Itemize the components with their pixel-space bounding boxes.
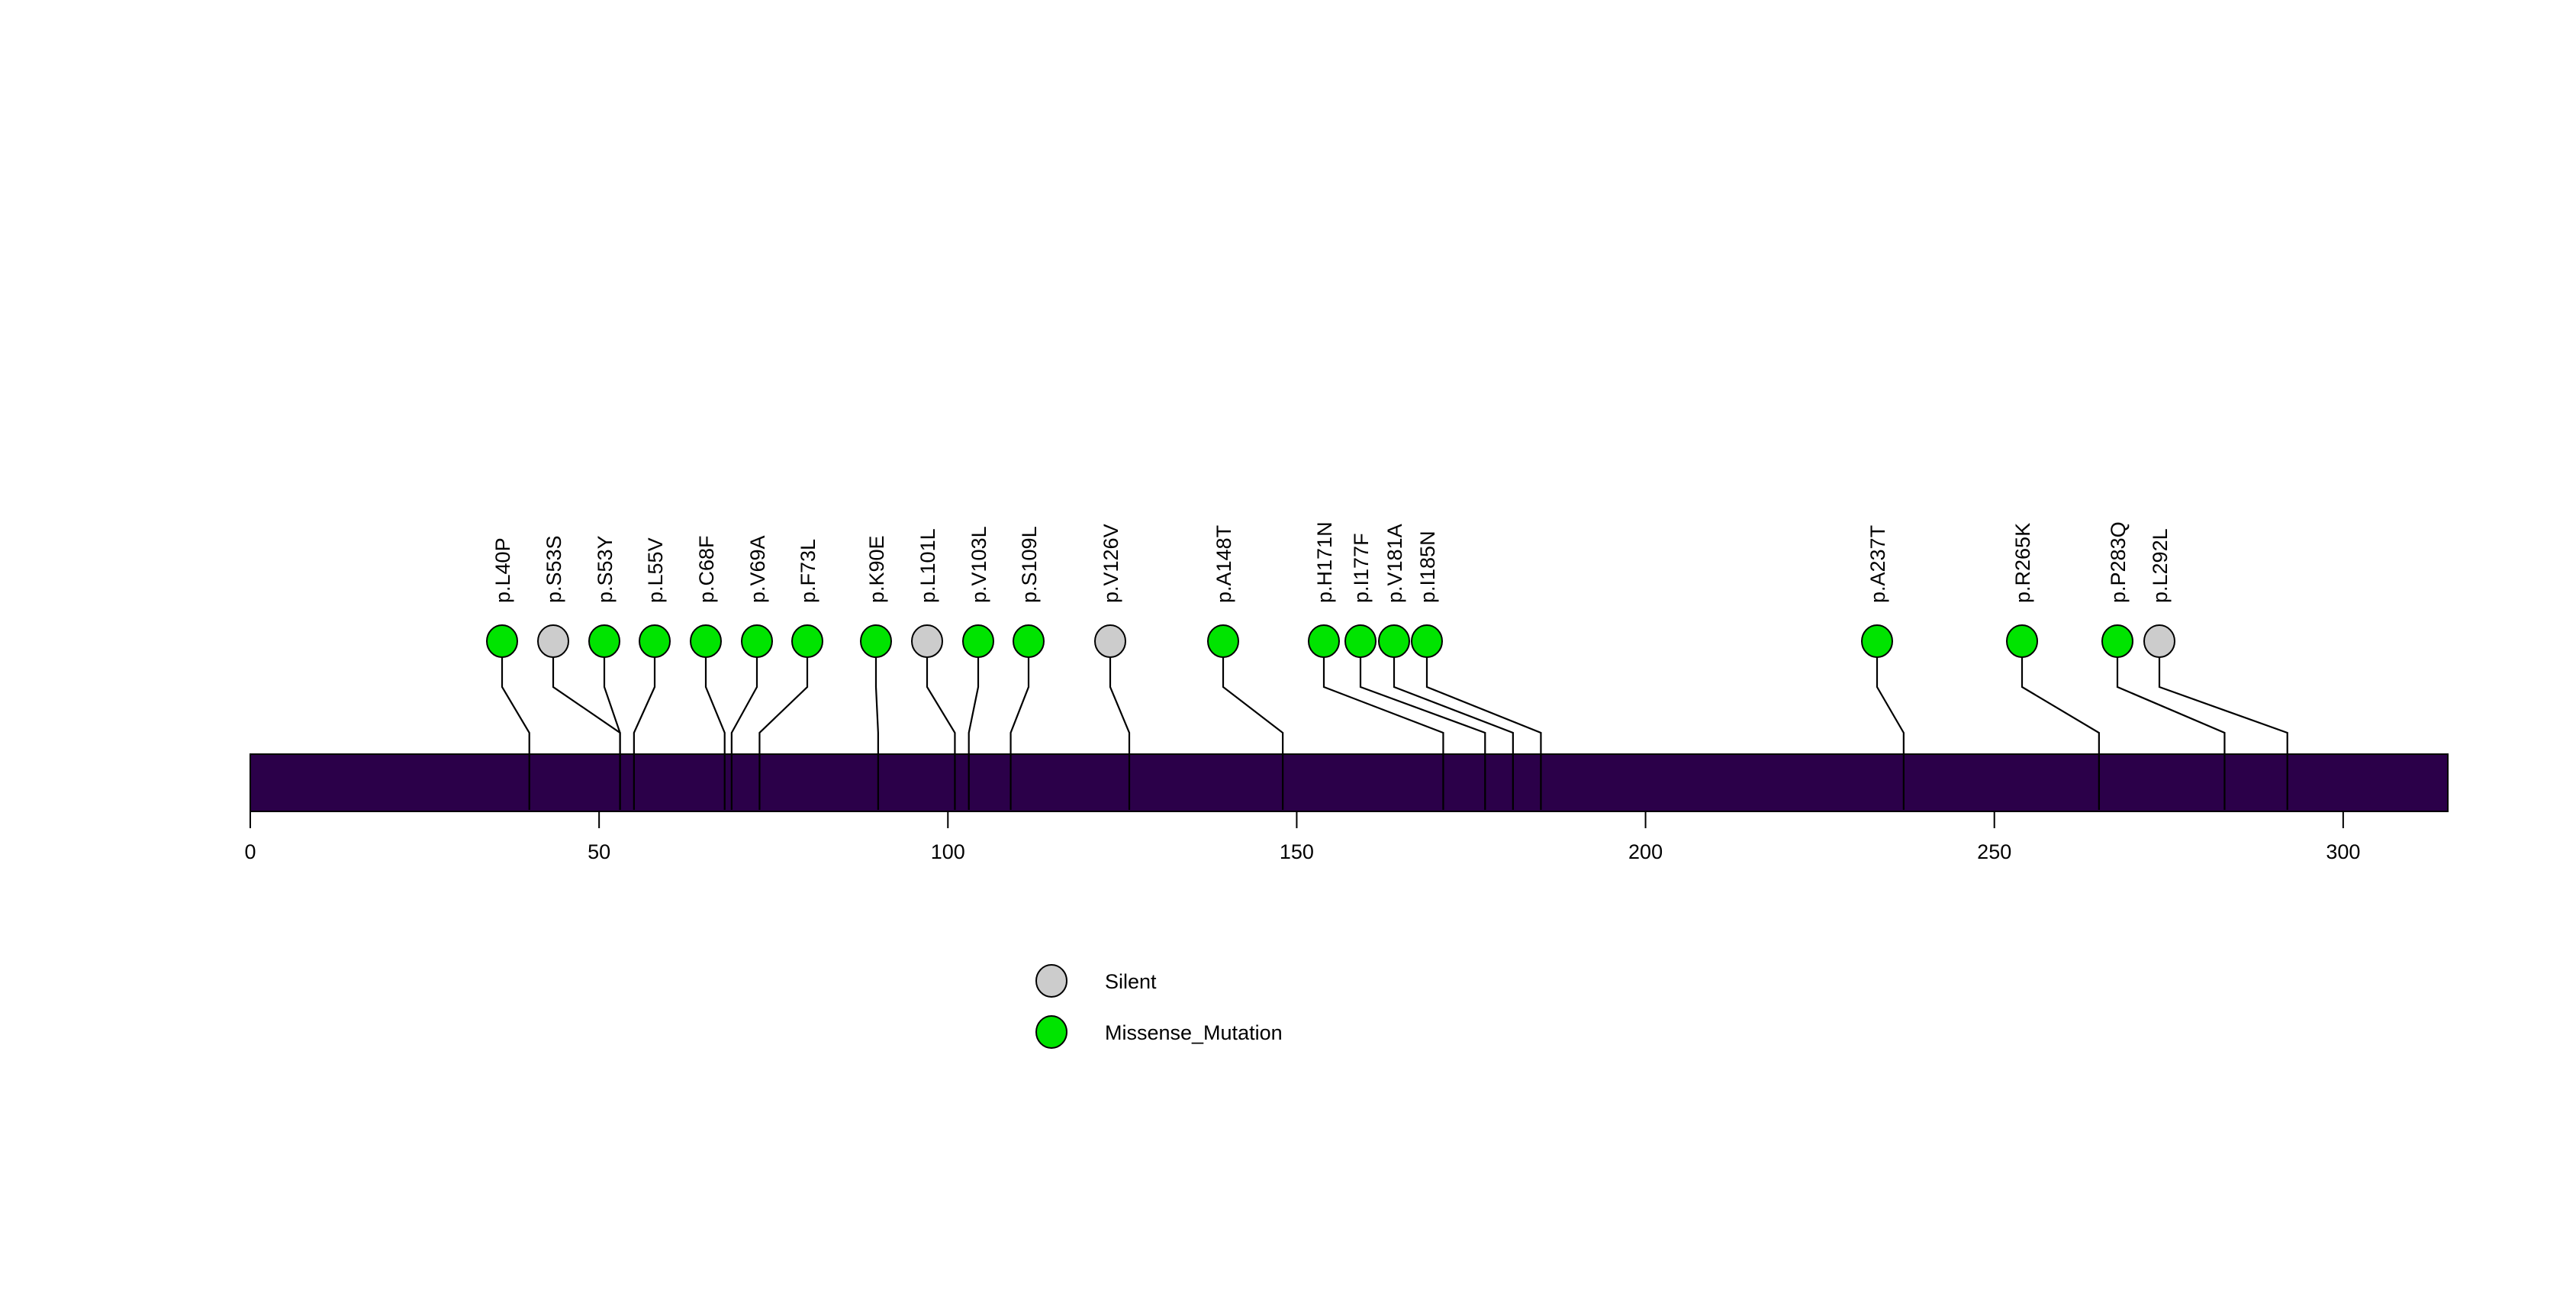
axis-tick-label: 0 (244, 840, 256, 863)
lollipop-stem (926, 657, 956, 810)
mutation-label-ps53s: p.S53S (543, 535, 565, 603)
lollipop-head-ph171n[interactable]: p.H171N (Missense_Mutation) (1308, 624, 1340, 658)
mutation-label-pf73l: p.F73L (797, 539, 819, 603)
lollipop-stem (968, 657, 980, 810)
lollipop-head-pl40p[interactable]: p.L40P (Missense_Mutation) (486, 624, 518, 658)
mutation-label-pl55v: p.L55V (644, 537, 667, 603)
axis-tick-label: 250 (1977, 840, 2011, 863)
lollipop-head-pv126v[interactable]: p.V126V (Silent) (1094, 624, 1126, 658)
mutation-label-pc68f: p.C68F (695, 535, 718, 603)
lollipop-stems-group (501, 657, 2288, 810)
lollipop-heads-group: p.L40P (Missense_Mutation) p.S53S (Silent… (486, 624, 2175, 658)
protein-backbone-group (250, 753, 2449, 812)
lollipop-head-pf73l[interactable]: p.F73L (Missense_Mutation) (791, 624, 823, 658)
lollipop-stem (633, 657, 656, 810)
lollipop-head-pi185n[interactable]: p.I185N (Missense_Mutation) (1411, 624, 1443, 658)
lollipop-head-pc68f[interactable]: p.C68F (Missense_Mutation) (690, 624, 722, 658)
lollipop-head-pl292l[interactable]: p.L292L (Silent) (2143, 624, 2175, 658)
protein-domain-bar[interactable] (250, 753, 2449, 812)
mutation-label-pk90e: p.K90E (865, 535, 888, 603)
mutation-label-pi177f: p.I177F (1350, 533, 1373, 603)
mutation-label-pv126v: p.V126V (1100, 524, 1122, 603)
axis-tick-label: 100 (931, 840, 965, 863)
axis-tick-label: 200 (1628, 840, 1663, 863)
lollipop-stem (603, 657, 621, 810)
mutation-label-ph171n: p.H171N (1313, 521, 1336, 603)
mutation-label-pv181a: p.V181A (1383, 524, 1406, 603)
lollipop-head-pl101l[interactable]: p.L101L (Silent) (911, 624, 943, 658)
lollipop-head-pa148t[interactable]: p.A148T (Missense_Mutation) (1207, 624, 1239, 658)
legend-swatch-missense_mutation[interactable] (1035, 1015, 1067, 1049)
lollipop-head-pp283q[interactable]: p.P283Q (Missense_Mutation) (2101, 624, 2133, 658)
lollipop-stem (1393, 657, 1514, 810)
lollipop-head-pk90e[interactable]: p.K90E (Missense_Mutation) (860, 624, 892, 658)
lollipop-head-pv181a[interactable]: p.V181A (Missense_Mutation) (1378, 624, 1410, 658)
lollipop-stem (2158, 657, 2288, 810)
mutation-label-pi185n: p.I185N (1416, 531, 1439, 603)
mutation-label-ps53y: p.S53Y (594, 535, 617, 603)
mutation-label-pv69a: p.V69A (746, 535, 769, 603)
lollipop-head-ps109l[interactable]: p.S109L (Missense_Mutation) (1013, 624, 1045, 658)
mutation-label-pl101l: p.L101L (916, 528, 939, 603)
lollipop-stem (501, 657, 530, 810)
mutation-label-pl40p: p.L40P (491, 537, 514, 603)
mutation-label-pa148t: p.A148T (1212, 525, 1235, 603)
lollipop-stem (1876, 657, 1905, 810)
mutation-label-pp283q: p.P283Q (2107, 521, 2130, 603)
lollipop-stem (758, 657, 809, 810)
mutation-label-pv103l: p.V103L (968, 526, 990, 603)
lollipop-stem (1222, 657, 1284, 810)
mutation-label-pa237t: p.A237T (1866, 525, 1889, 603)
mutation-labels-group: p.L40P p.S53S p.S53Y p.L55V p.C68F p.V69A p.F7… (491, 521, 2172, 603)
lollipop-stem (730, 657, 758, 810)
lollipop-stem (1359, 657, 1486, 810)
mutation-label-ps109l: p.S109L (1018, 526, 1041, 603)
lollipop-stem (2021, 657, 2100, 810)
lollipop-head-pv69a[interactable]: p.V69A (Missense_Mutation) (741, 624, 773, 658)
lollipop-stem (874, 657, 879, 810)
axis-tick-label: 150 (1280, 840, 1314, 863)
mutation-label-pl292l: p.L292L (2149, 528, 2172, 603)
lollipop-stem (704, 657, 726, 810)
lollipop-head-pl55v[interactable]: p.L55V (Missense_Mutation) (639, 624, 671, 658)
axis-tick-label: 300 (2326, 840, 2360, 863)
lollipop-head-ps53y[interactable]: p.S53Y (Missense_Mutation) (588, 624, 620, 658)
x-axis-group: 0 50 100 150 200 250 300 (244, 811, 2360, 863)
lollipop-stem (1009, 657, 1030, 810)
lollipop-head-pa237t[interactable]: p.A237T (Missense_Mutation) (1861, 624, 1893, 658)
mutation-label-pr265k: p.R265K (2011, 523, 2034, 603)
lollipop-head-pv103l[interactable]: p.V103L (Missense_Mutation) (962, 624, 994, 658)
lollipop-stem (1109, 657, 1131, 810)
lollipop-stem (2116, 657, 2226, 810)
axis-tick-label: 50 (588, 840, 610, 863)
lollipop-head-pr265k[interactable]: p.R265K (Missense_Mutation) (2006, 624, 2038, 658)
legend-label-silent: Silent (1105, 970, 1157, 993)
lollipop-head-pi177f[interactable]: p.I177F (Missense_Mutation) (1344, 624, 1377, 658)
lollipop-stem (1322, 657, 1444, 810)
legend-swatch-silent[interactable] (1035, 964, 1067, 998)
lollipop-head-ps53s[interactable]: p.S53S (Silent) (537, 624, 569, 658)
legend-label-missense_mutation: Missense_Mutation (1105, 1021, 1283, 1044)
lollipop-stem (1425, 657, 1542, 810)
